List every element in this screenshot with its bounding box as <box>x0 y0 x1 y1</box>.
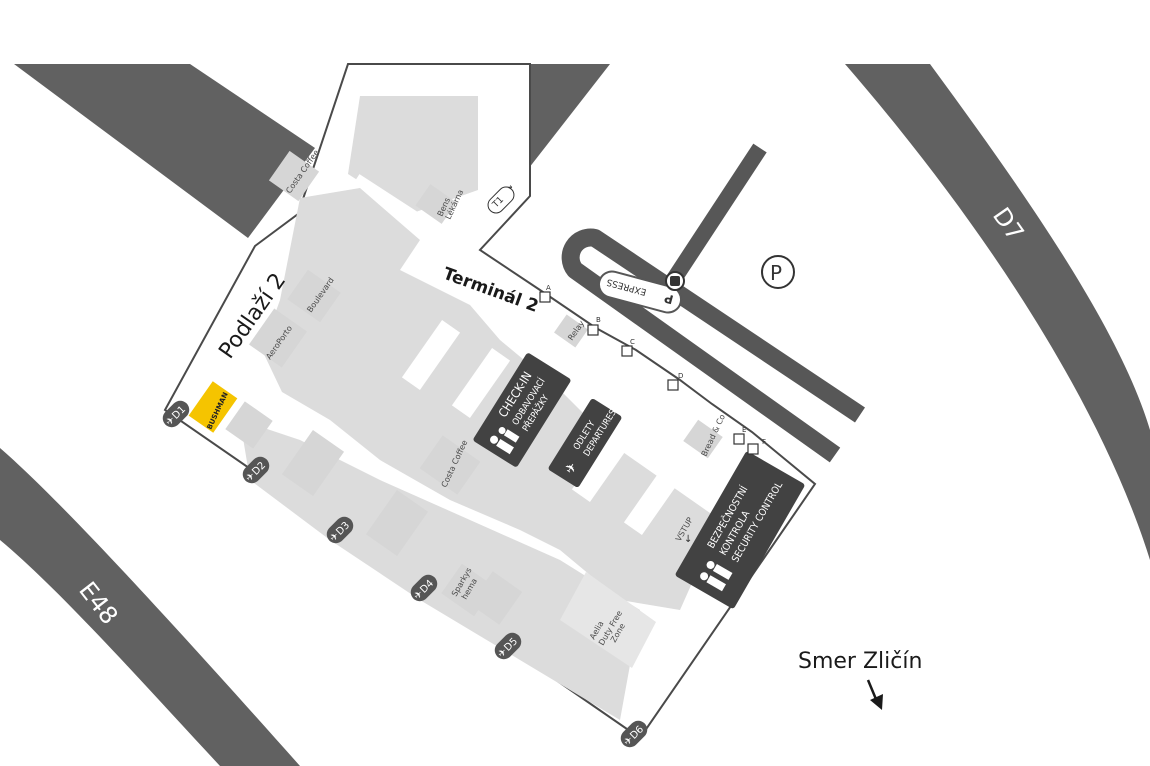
road-e48 <box>0 448 300 766</box>
bus-icon <box>665 271 685 291</box>
entrances: A B C D E F <box>539 284 766 455</box>
parking-icon: P <box>770 261 782 285</box>
drive-loop <box>561 228 865 463</box>
shop-bread[interactable] <box>683 419 723 459</box>
gate-d1[interactable]: D1 ✈ <box>159 397 193 431</box>
parking-sign[interactable]: P <box>761 255 795 289</box>
center-strip <box>466 421 678 599</box>
entrance-e[interactable]: E <box>733 426 746 445</box>
arrow-right-icon: → <box>505 183 513 193</box>
shop-bushman-highlight[interactable] <box>188 381 238 433</box>
shop-aeroporto[interactable] <box>248 308 308 368</box>
road-d7 <box>845 64 1150 560</box>
road-top-left <box>14 64 315 238</box>
drive-spur <box>665 143 767 287</box>
svg-text:B: B <box>596 316 601 324</box>
top-block <box>348 96 478 214</box>
entrance-d[interactable]: D <box>667 372 683 391</box>
express-sign: EXPRESS P <box>597 270 683 314</box>
svg-text:E: E <box>742 426 746 434</box>
slot <box>451 348 511 418</box>
gate-d4[interactable]: D4 ✈ <box>407 571 441 605</box>
shop-boulevard[interactable] <box>287 269 341 323</box>
svg-text:C: C <box>630 338 635 346</box>
shop-bens[interactable] <box>415 184 457 224</box>
gate-block <box>365 489 429 557</box>
t1-transfer[interactable]: T1 → <box>485 183 518 216</box>
direction-label: Smer Zličín <box>798 649 922 674</box>
gate-d6[interactable]: D6 ✈ <box>617 717 651 751</box>
slot <box>401 320 461 390</box>
slot <box>355 174 435 230</box>
entrance-b[interactable]: B <box>587 316 601 336</box>
entrance-a[interactable]: A <box>539 284 551 303</box>
gate-d3[interactable]: D3 ✈ <box>323 513 357 547</box>
entry-arrow-icon: ↓ <box>684 534 692 545</box>
gates: D1 ✈ D2 ✈ D3 ✈ D4 ✈ D5 ✈ D6 ✈ <box>159 397 651 751</box>
gate-block <box>225 401 273 449</box>
entrance-f[interactable]: F <box>747 438 766 455</box>
entrance-c[interactable]: C <box>621 338 635 357</box>
svg-text:F: F <box>762 438 766 446</box>
gate-block <box>469 571 523 625</box>
gate-d5[interactable]: D5 ✈ <box>491 629 525 663</box>
slot <box>571 432 631 502</box>
shop-costa-main[interactable] <box>419 435 481 495</box>
svg-text:D: D <box>678 372 683 380</box>
express-p: P <box>663 291 675 307</box>
parking-drive: EXPRESS P P <box>561 143 865 463</box>
security-people-icon <box>700 560 733 592</box>
gate-block <box>281 429 345 497</box>
slot <box>623 465 683 535</box>
arrow-down-icon <box>866 679 883 710</box>
shop-relay[interactable] <box>554 314 588 348</box>
terminal-building: Costa Coffee Boulevard AeroPorto BUSHMAN… <box>163 63 817 740</box>
shop-costa-top[interactable] <box>268 150 320 202</box>
gate-d2[interactable]: D2 ✈ <box>239 453 273 487</box>
lower-hall <box>240 420 640 720</box>
people-icon <box>490 427 520 455</box>
shop-aelia[interactable]: Aelia Duty Free Zone <box>560 572 656 668</box>
svg-text:A: A <box>546 284 551 292</box>
